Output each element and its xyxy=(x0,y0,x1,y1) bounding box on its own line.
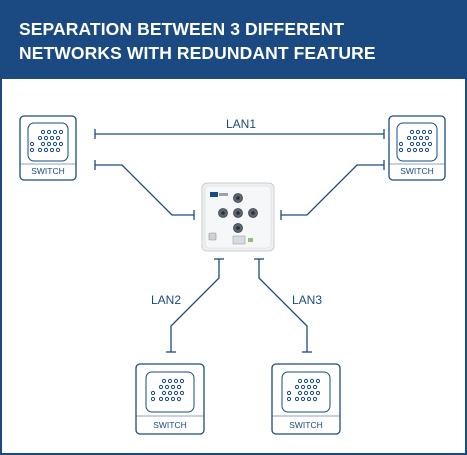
lan2-link xyxy=(166,258,224,353)
right-redundant-link xyxy=(280,160,385,220)
lan3-label: LAN3 xyxy=(292,293,322,307)
left-redundant-link xyxy=(94,160,195,220)
page-title: SEPARATION BETWEEN 3 DIFFERENT NETWORKS … xyxy=(19,17,449,65)
lan2-label: LAN2 xyxy=(151,293,181,307)
lan1-label: LAN1 xyxy=(226,117,256,131)
brand-logo xyxy=(210,192,218,197)
switch-top-right: SWITCH xyxy=(388,115,446,181)
lan3-link xyxy=(254,258,312,353)
switch-bottom-left: SWITCH xyxy=(135,363,205,435)
switch-label: SWITCH xyxy=(289,420,323,430)
switch-label: SWITCH xyxy=(400,166,434,176)
title-line-1: SEPARATION BETWEEN 3 DIFFERENT xyxy=(19,19,345,39)
industrial-switch-device xyxy=(201,182,275,252)
switch-label: SWITCH xyxy=(31,166,65,176)
switch-bottom-right: SWITCH xyxy=(271,363,341,435)
switch-top-left: SWITCH xyxy=(19,115,77,181)
switch-label: SWITCH xyxy=(153,420,187,430)
header-banner: SEPARATION BETWEEN 3 DIFFERENT NETWORKS … xyxy=(0,0,467,79)
lan1-link xyxy=(94,129,385,139)
title-line-2: NETWORKS WITH REDUNDANT FEATURE xyxy=(19,43,376,63)
